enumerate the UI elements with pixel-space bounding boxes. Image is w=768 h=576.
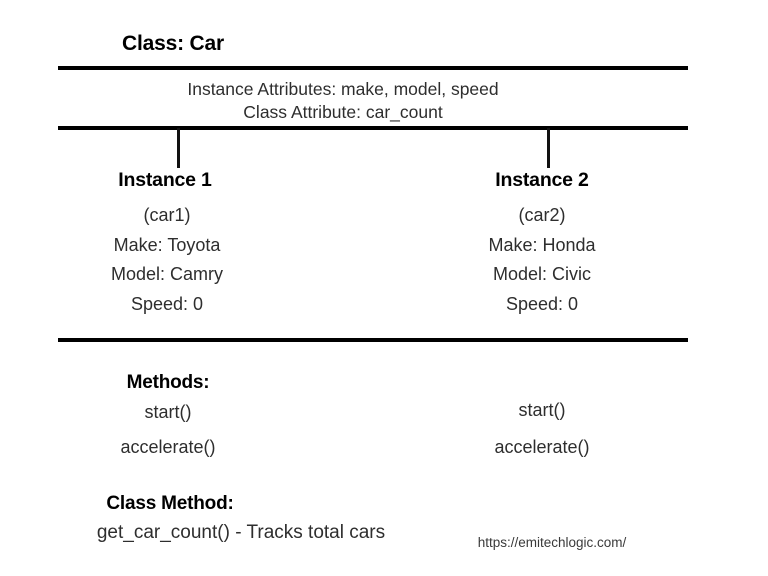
instance-1-alias: (car1) <box>143 205 191 225</box>
instance-1-make: Make: Toyota <box>113 235 221 255</box>
watermark-url: https://emitechlogic.com/ <box>477 535 627 550</box>
connector-line-instance-1 <box>177 128 180 168</box>
class-method-description: get_car_count() - Tracks total cars <box>96 522 386 543</box>
divider-under-class-title <box>58 66 688 70</box>
instance-2-method-start: start() <box>518 400 566 420</box>
instance-2-alias: (car2) <box>518 205 566 225</box>
instance-1-method-start: start() <box>144 402 192 422</box>
class-title: Class: Car <box>122 32 224 55</box>
methods-heading: Methods: <box>126 372 210 393</box>
instance-attributes-text: Instance Attributes: make, model, speed <box>187 79 499 99</box>
instance-2-heading: Instance 2 <box>495 169 589 191</box>
instance-2-method-accelerate: accelerate() <box>494 437 590 457</box>
instance-1-method-accelerate: accelerate() <box>120 437 216 457</box>
divider-under-attributes <box>58 126 688 130</box>
instance-1-speed: Speed: 0 <box>130 294 204 314</box>
instance-2-speed: Speed: 0 <box>505 294 579 314</box>
class-method-heading: Class Method: <box>106 493 234 514</box>
instance-1-heading: Instance 1 <box>118 169 212 191</box>
connector-line-instance-2 <box>547 128 550 168</box>
instance-2-model: Model: Civic <box>492 264 592 284</box>
instance-1-model: Model: Camry <box>110 264 224 284</box>
divider-above-methods <box>58 338 688 342</box>
instance-2-make: Make: Honda <box>488 235 596 255</box>
class-attribute-text: Class Attribute: car_count <box>243 102 443 122</box>
